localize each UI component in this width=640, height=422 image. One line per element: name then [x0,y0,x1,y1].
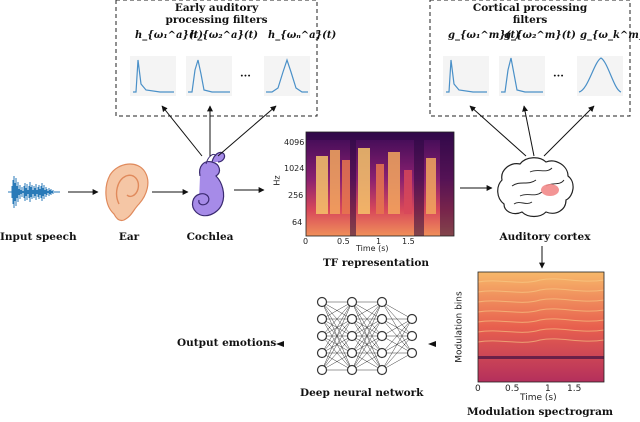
tf-ylabel: Hz [272,175,282,186]
cochlea-label: Cochlea [186,231,234,243]
tf-xtick-3: 1 [376,237,382,246]
neural-network [316,296,418,376]
early-filters-ellipsis: ··· [240,70,251,82]
early-filters-title-2: processing filters [165,14,268,26]
nn-node [316,330,328,342]
mod-xtick-1: 0 [475,384,481,394]
mod-ylabel: Modulation bins [454,291,465,363]
early-filter-plot-1 [130,56,176,96]
nn-node [406,347,418,359]
nn-node [316,364,328,376]
nn-edge [351,318,383,371]
dnn-label: Deep neural network [300,387,424,399]
tf-ytick-4: 64 [292,218,303,227]
arrow-cortex-to-filter-k [543,105,595,157]
nn-edge [321,335,353,371]
nn-node [316,347,328,359]
tf-xtick-1: 0 [303,237,309,246]
ear-illustration [105,163,149,222]
arrow-cortex-to-filter-1 [469,105,527,157]
tf-ytick-2: 1024 [284,164,305,173]
cochlea-illustration [191,151,226,217]
modulation-spectrogram-label: Modulation spectrogram [466,406,614,418]
brain-illustration [497,157,574,218]
nn-edge [321,301,353,354]
nn-node [316,313,328,325]
cortical-filter-plot-1 [443,56,489,96]
early-filter-plot-n [264,56,310,96]
nn-node [376,330,388,342]
tf-ytick-3: 256 [288,191,304,200]
early-filter-plot-2 [186,56,232,96]
tf-xlabel: Time (s) [356,244,389,253]
mod-xtick-2: 0.5 [505,384,520,394]
tf-xtick-4: 1.5 [402,237,415,246]
nn-edge [351,301,383,354]
nn-edge [321,301,353,337]
nn-edge [381,352,413,371]
nn-node [346,313,358,325]
nn-node [376,364,388,376]
mod-xtick-4: 1.5 [567,384,582,394]
cortical-filters-title-1: Cortical processing [472,2,588,14]
nn-node [316,296,328,308]
nn-edge [381,335,413,371]
nn-node [346,296,358,308]
nn-node [376,313,388,325]
early-filters-box [115,0,318,117]
arrow-modspec-to-dnn [428,341,436,347]
tf-xtick-2: 0.5 [337,237,350,246]
cortical-filter-label-2: g_{ω₂^m}(t) [504,30,576,41]
nn-edge [321,352,353,371]
early-filters-title-1: Early auditory [174,2,259,14]
nn-node [376,347,388,359]
cortical-filter-label-1: g_{ω₁^m}(t) [448,30,520,41]
nn-node [346,347,358,359]
early-filter-label-n: h_{ωₙ^a}(t) [268,30,337,41]
nn-edge [351,335,383,371]
nn-edge [381,301,413,320]
output-emotions-label: Output emotions [177,337,277,349]
cortical-filter-plot-2 [499,56,545,96]
arrow-dnn-to-output [276,341,284,347]
nn-edge [351,352,383,371]
nn-edge [351,301,383,337]
modulation-spectrogram [477,271,605,383]
arrow-cortex-to-filter-2 [522,105,535,157]
arrow-cochlea-to-filter-1 [161,105,203,157]
speech-waveform [8,176,60,208]
cortical-filters-box [429,0,631,117]
nn-edge [321,301,353,320]
nn-edge [381,318,413,337]
tf-representation-label: TF representation [322,257,430,269]
input-speech-label: Input speech [0,231,77,243]
nn-node [406,313,418,325]
cortical-filters-title-2: filters [512,14,548,26]
nn-edge [351,301,383,320]
nn-edge [321,318,353,371]
nn-edge [351,301,383,371]
nn-node [376,296,388,308]
arrow-cochlea-to-filter-n [217,105,277,157]
cortical-filters-ellipsis: ··· [553,70,564,82]
cortical-filter-label-k: g_{ω_k^m}(t) [580,30,640,41]
cortical-filter-plot-k [577,56,623,96]
tf-spectrogram [305,131,455,237]
nn-edge [381,318,413,371]
early-filter-label-2: h_{ω₂^a}(t) [190,30,258,41]
mod-xtick-3: 1 [545,384,551,394]
ear-label: Ear [118,231,140,243]
nn-node [406,330,418,342]
mod-xlabel: Time (s) [520,393,557,403]
nn-edge [321,301,353,371]
nn-edge [381,318,413,354]
nn-node [346,330,358,342]
early-filter-label-1: h_{ω₁^a}(t) [135,30,203,41]
auditory-cortex-label: Auditory cortex [499,231,591,243]
nn-node [346,364,358,376]
tf-ytick-1: 4096 [284,138,305,147]
